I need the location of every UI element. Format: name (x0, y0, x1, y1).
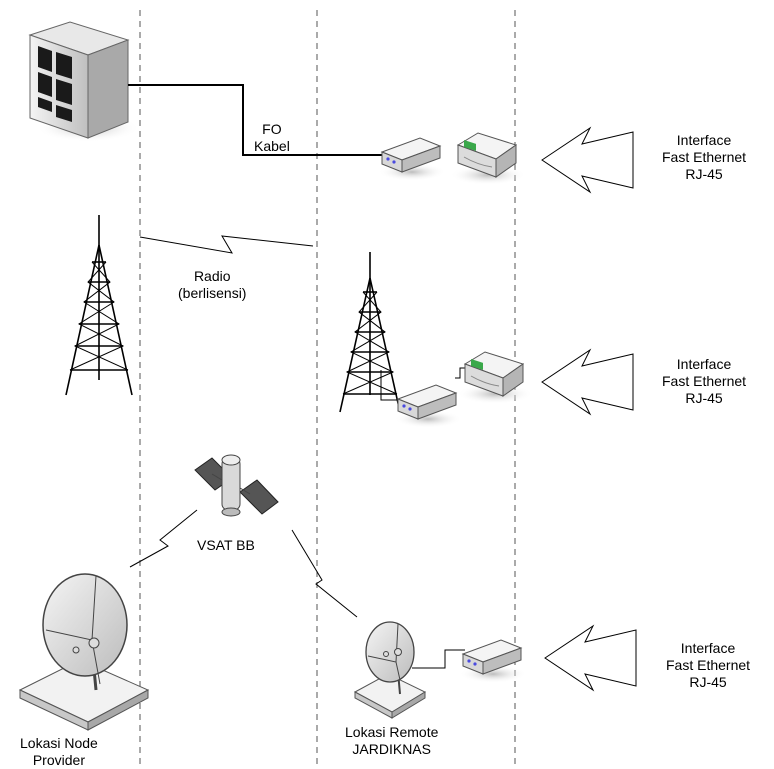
fiber-optic-cable (128, 84, 390, 156)
satellite-link-right (291, 529, 358, 618)
interface-label-3: Interface Fast Ethernet RJ-45 (666, 640, 751, 690)
interface-arrow-3 (544, 624, 637, 692)
radio-tower-icon-1 (65, 215, 133, 396)
router-icon-1 (450, 132, 526, 185)
radio-label: Radio (berlisensi) (178, 268, 247, 301)
dish-modem-cable (412, 649, 465, 669)
modem-icon-2 (394, 384, 462, 428)
modem-icon-3 (459, 639, 527, 683)
fo-cable-label: FO Kabel (254, 121, 290, 154)
remote-location-label: Lokasi Remote JARDIKNAS (345, 724, 439, 757)
interface-label-2: Interface Fast Ethernet RJ-45 (662, 356, 747, 406)
interface-arrow-2 (541, 348, 634, 416)
router-icon-2 (457, 351, 533, 404)
tower-modem-cable (380, 370, 398, 401)
radio-link (139, 235, 314, 254)
server-rack-icon (28, 21, 140, 142)
interface-label-1: Interface Fast Ethernet RJ-45 (662, 132, 747, 182)
modem-icon-1 (378, 137, 446, 181)
satellite-link-left (129, 509, 198, 568)
radio-tower-icon-2 (339, 252, 401, 413)
satellite-dish-icon-small (353, 621, 427, 719)
satellite-icon (194, 454, 279, 517)
interface-arrow-1 (541, 126, 634, 194)
satellite-dish-icon-large (18, 573, 150, 731)
node-location-label: Lokasi Node Provider (20, 735, 98, 768)
zone-separators (139, 10, 516, 767)
vsat-label: VSAT BB (197, 537, 255, 553)
